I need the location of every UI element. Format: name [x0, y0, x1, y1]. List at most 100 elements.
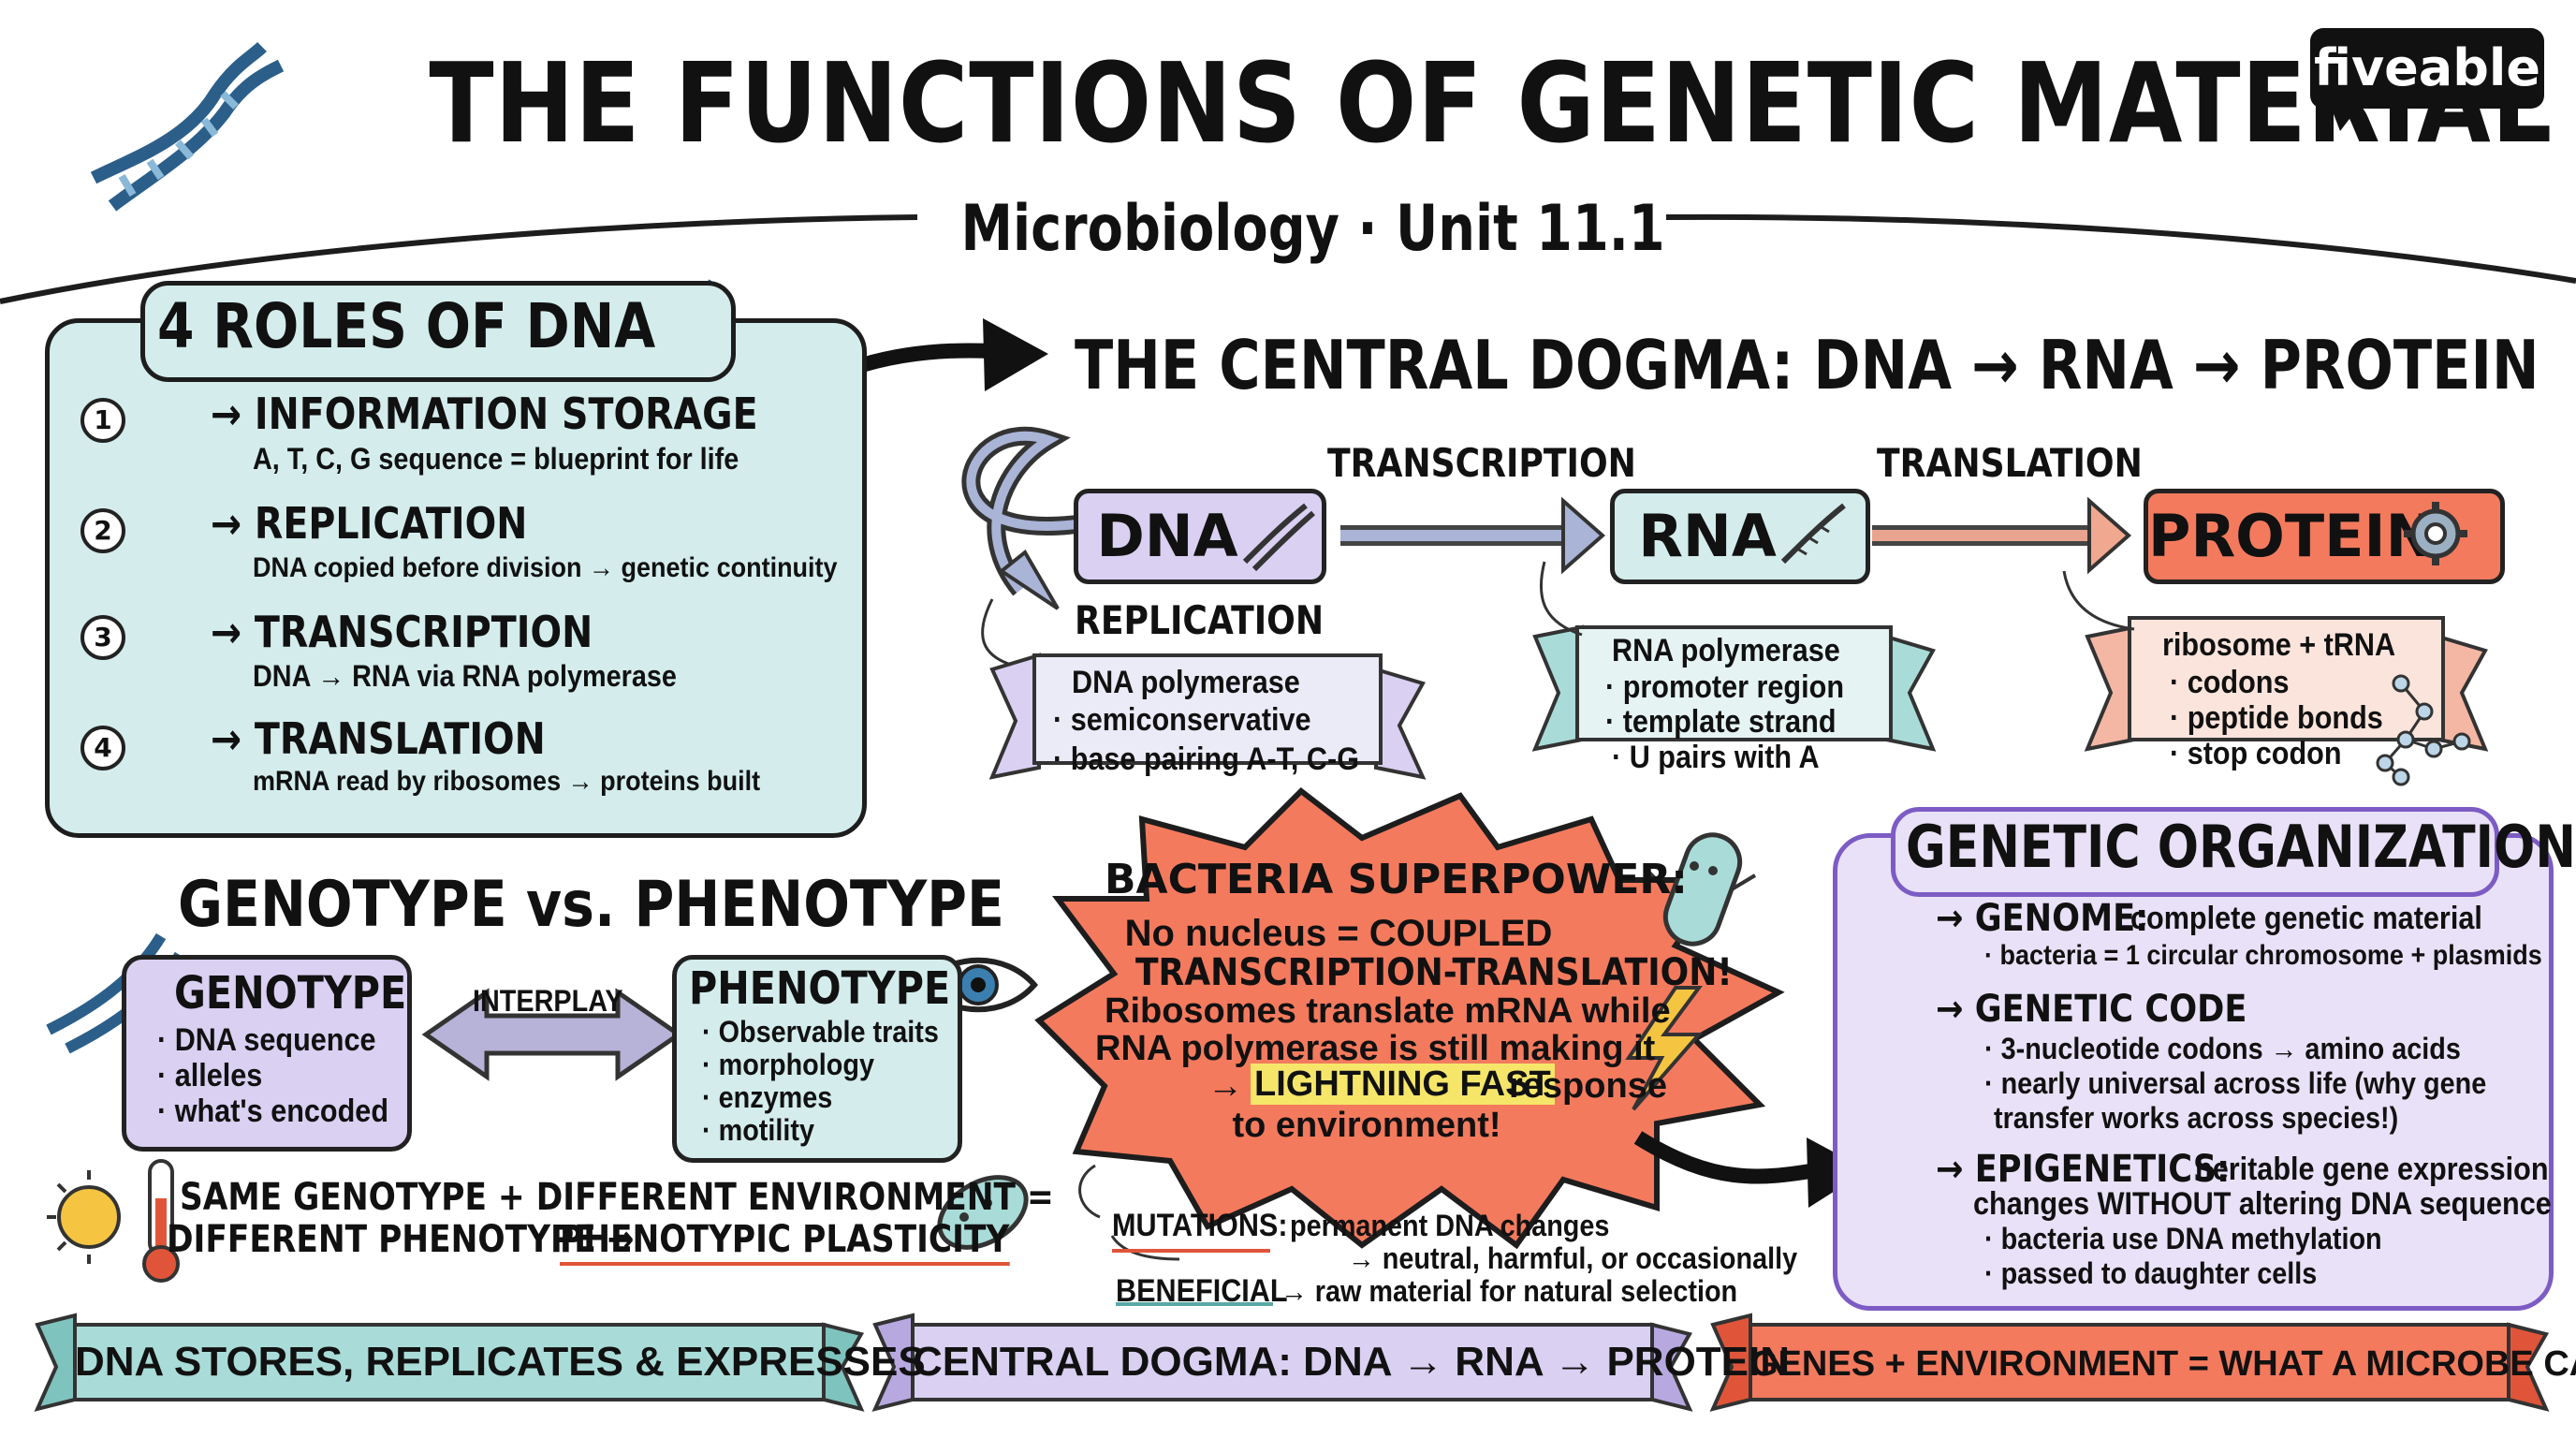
bacteria-line-7: to environment! [1232, 1106, 1501, 1145]
genome-desc: complete genetic material [2130, 901, 2482, 936]
organization-title-box [1891, 807, 2499, 897]
bacteria-line-6: response [1509, 1066, 1667, 1106]
banner-2-text: CENTRAL DOGMA: DNA → RNA → PROTEIN [913, 1339, 1791, 1385]
lightning-icon [1625, 986, 1704, 1111]
epigenetics-line-1: changes WITHOUT altering DNA sequence [1973, 1186, 2552, 1222]
bacteria-line-3: TRANSCRIPTION-TRANSLATION! [1135, 951, 1733, 994]
bacterium-icon [937, 1175, 1029, 1250]
epigenetics-head: → EPIGENETICS: [1936, 1148, 2231, 1191]
translation-ribbon [2084, 616, 2489, 752]
role-desc-4: mRNA read by ribosomes → proteins built [253, 766, 761, 797]
phenotype-item-3: · enzymes [702, 1080, 833, 1114]
lightning-fast-highlight: LIGHTNING FAST [1251, 1064, 1555, 1105]
bacteria-arrow: → [1208, 1066, 1243, 1106]
genotype-head: GENOTYPE [174, 967, 407, 1020]
banner-1 [34, 1313, 865, 1412]
role-desc-2: DNA copied before division → genetic con… [253, 552, 838, 583]
genome-head: → GENOME: [1936, 897, 2149, 940]
epigenetics-line-3: · passed to daughter cells [1984, 1256, 2318, 1290]
replication-note-1: DNA polymerase [1072, 665, 1300, 700]
mutations-term: MUTATIONS: [1112, 1208, 1288, 1243]
rna-node-label: RNA [1638, 502, 1777, 570]
plasticity-line-1: SAME GENOTYPE + DIFFERENT ENVIRONMENT = [180, 1176, 1054, 1219]
transcription-note-3: · template strand [1605, 704, 1837, 740]
genotype-item-3: · what's encoded [157, 1093, 389, 1129]
bacteria-line-4: Ribosomes translate mRNA while [1105, 991, 1671, 1031]
banner-2 [871, 1313, 1693, 1412]
replication-label: REPLICATION [1075, 597, 1325, 643]
roles-panel [45, 318, 867, 838]
banner-3 [1709, 1313, 2550, 1412]
header-divider-curve [0, 214, 918, 304]
code-line-2: · nearly universal across life (why gene [1984, 1066, 2487, 1100]
title-dna-icon [90, 41, 285, 212]
roles-title: 4 ROLES OF DNA [157, 290, 656, 362]
role-number-3: 3 [80, 615, 125, 660]
translation-label: TRANSLATION [1877, 440, 2143, 486]
translation-note-2: · codons [2170, 665, 2290, 700]
mutations-text-3: → raw material for natural selection [1281, 1274, 1738, 1308]
phenotype-box [672, 955, 962, 1163]
burst-to-organization-arrow [1633, 1131, 1818, 1184]
transcription-ribbon [1531, 624, 1937, 752]
role-number-1: 1 [80, 398, 125, 443]
header-divider-curve-right [1665, 213, 2576, 284]
rna-node[interactable]: RNA [1610, 489, 1870, 584]
translation-note-1: ribosome + tRNA [2162, 627, 2396, 663]
page-subtitle: Microbiology · Unit 11.1 [960, 192, 1665, 266]
code-line-1: · 3-nucleotide codons → amino acids [1984, 1032, 2461, 1065]
bacteria-line-5: RNA polymerase is still making it [1095, 1029, 1656, 1068]
transcription-note-4: · U pairs with A [1612, 740, 1820, 775]
genetic-organization-panel [1833, 833, 2554, 1311]
genotype-box [122, 955, 412, 1152]
role-head-2: → REPLICATION [211, 498, 528, 549]
bacteria-line-1: BACTERIA SUPERPOWER: [1105, 856, 1688, 903]
phenotype-item-2: · morphology [702, 1048, 874, 1081]
dna-node-icon [1242, 503, 1315, 571]
role-desc-1: A, T, C, G sequence = blueprint for life [253, 442, 739, 476]
dogma-title: THE CENTRAL DOGMA: DNA → RNA → PROTEIN [1075, 326, 2539, 404]
role-number-4: 4 [80, 726, 125, 770]
protein-node-label: PROTEIN [2148, 502, 2435, 570]
transcription-label: TRANSCRIPTION [1327, 440, 1636, 486]
interplay-label: INTERPLAY [473, 984, 623, 1018]
protein-gear-icon [2404, 502, 2467, 565]
banner-3-text: GENES + ENVIRONMENT = WHAT A MICROBE CAN… [1750, 1344, 2576, 1384]
role-head-1: → INFORMATION STORAGE [211, 389, 758, 439]
transcription-note-2: · promoter region [1605, 669, 1845, 705]
dna-node-label: DNA [1096, 502, 1238, 570]
phenotype-head: PHENOTYPE [689, 962, 951, 1015]
roles-title-box [140, 281, 736, 382]
genetic-code-head: → GENETIC CODE [1936, 988, 2247, 1031]
phenotype-item-4: · motility [702, 1113, 814, 1147]
organization-title: GENETIC ORGANIZATION [1906, 813, 2576, 881]
bacterium-mascot-icon [1646, 832, 1757, 946]
beneficial-term: BENEFICIAL [1116, 1273, 1288, 1309]
role-number-2: 2 [80, 508, 125, 553]
plasticity-line-2: DIFFERENT PHENOTYPE → [167, 1218, 635, 1261]
transcription-note-1: RNA polymerase [1612, 633, 1840, 668]
genotype-item-1: · DNA sequence [157, 1022, 376, 1058]
role-head-3: → TRANSCRIPTION [211, 607, 593, 657]
role-head-4: → TRANSLATION [211, 713, 546, 764]
banner-1-text: DNA STORES, REPLICATES & EXPRESSES [75, 1339, 926, 1385]
code-line-3: transfer works across species!) [1994, 1101, 2399, 1135]
replication-note-3: · base pairing A-T, C-G [1053, 741, 1359, 777]
phenotypic-plasticity-term: PHENOTYPIC PLASTICITY [560, 1217, 1010, 1266]
mutations-text-1: permanent DNA changes [1290, 1209, 1610, 1242]
brand-logo[interactable]: fiveable [2310, 28, 2544, 109]
rna-strand-icon [1780, 503, 1846, 565]
epigenetics-desc: heritable gene expression [2195, 1152, 2549, 1187]
translation-note-4: · stop codon [2170, 736, 2342, 771]
sun-thermometer-icon [47, 1159, 180, 1283]
genotype-item-2: · alleles [157, 1058, 263, 1093]
epigenetics-line-2: · bacteria use DNA methylation [1984, 1222, 2382, 1255]
replication-ribbon [988, 653, 1427, 780]
bacteria-superpower-burst [1034, 787, 1785, 1250]
genotype-phenotype-title: GENOTYPE vs. PHENOTYPE [178, 868, 1004, 942]
bacteria-line-2: No nucleus = COUPLED [1124, 913, 1553, 954]
replication-note-2: · semiconservative [1053, 702, 1311, 738]
page-title: THE FUNCTIONS OF GENETIC MATERIAL [429, 38, 2554, 168]
phenotype-item-1: · Observable traits [702, 1015, 939, 1049]
